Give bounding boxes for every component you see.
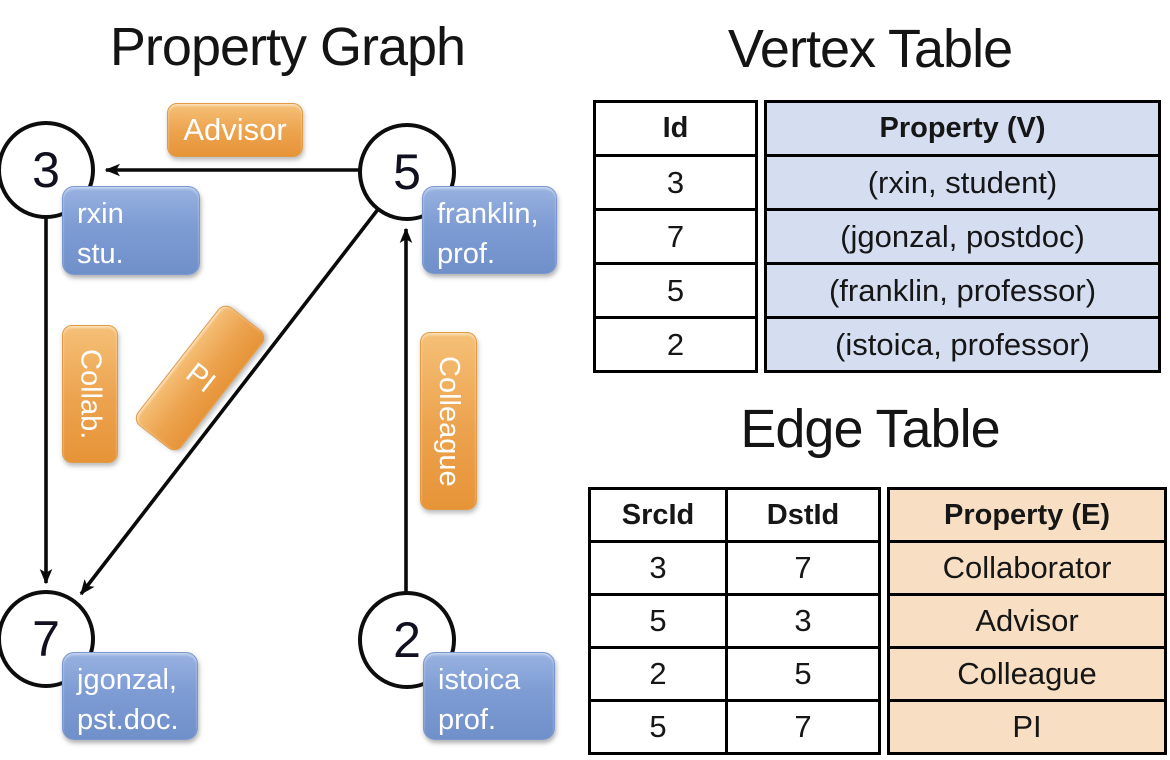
edge-label-colleague: Colleague bbox=[420, 332, 477, 510]
vertex-property-jgonzal: jgonzal, pst.doc. bbox=[62, 652, 198, 740]
vertex-table-title: Vertex Table bbox=[727, 19, 1013, 79]
edge-table-title: Edge Table bbox=[740, 399, 1000, 459]
table-cell: Collaborator bbox=[890, 540, 1164, 593]
vertex-node-5: 5 bbox=[358, 123, 456, 221]
edge-5-to-7 bbox=[79, 206, 381, 596]
graph-edges-canvas bbox=[39, 163, 413, 596]
edge-table-header-dstid: DstId bbox=[766, 498, 840, 531]
edge-label-advisor: Advisor bbox=[167, 103, 303, 157]
vertex-property-line: jgonzal, bbox=[77, 664, 177, 696]
edge-table-srcid-column: SrcId 3 5 2 5 bbox=[591, 490, 725, 752]
table-cell: 3 bbox=[591, 540, 725, 593]
vertex-property-line: stu. bbox=[77, 238, 124, 271]
table-cell: Colleague bbox=[890, 646, 1164, 699]
table-cell: PI bbox=[890, 699, 1164, 752]
edge-label-text: Advisor bbox=[183, 112, 287, 147]
table-cell: 5 bbox=[591, 699, 725, 752]
table-cell: 7 bbox=[728, 540, 878, 593]
table-cell: 2 bbox=[591, 646, 725, 699]
vertex-table-header-id: Id bbox=[662, 112, 689, 144]
vertex-table: Id 3 7 5 2 Property (V) (rxin, student) … bbox=[593, 100, 1161, 373]
vertex-table-property-column: Property (V) (rxin, student) (jgonzal, p… bbox=[764, 100, 1161, 373]
edge-label-collab: Collab. bbox=[62, 325, 118, 463]
column-divider bbox=[725, 490, 728, 752]
table-cell: (istoica, professor) bbox=[767, 316, 1158, 370]
table-cell: (jgonzal, postdoc) bbox=[767, 208, 1158, 262]
edge-label-text: Collab. bbox=[74, 348, 107, 440]
vertex-property-line: istoica bbox=[438, 664, 521, 696]
table-cell: 3 bbox=[596, 154, 755, 208]
edge-table: SrcId 3 5 2 5 DstId 7 3 5 7 Property (E)… bbox=[588, 487, 1167, 755]
table-cell: 5 bbox=[596, 262, 755, 316]
table-cell: (rxin, student) bbox=[767, 154, 1158, 208]
vertex-property-line: prof. bbox=[438, 704, 497, 737]
vertex-property-line: prof. bbox=[437, 238, 496, 271]
table-cell: 3 bbox=[728, 593, 878, 646]
table-cell: 5 bbox=[728, 646, 878, 699]
vertex-property-franklin: franklin, prof. bbox=[422, 186, 557, 274]
table-cell: (franklin, professor) bbox=[767, 262, 1158, 316]
vertex-node-2: 2 bbox=[358, 591, 456, 689]
vertex-table-id-column: Id 3 7 5 2 bbox=[593, 100, 758, 373]
vertex-property-line: rxin bbox=[77, 198, 124, 230]
table-cell: 2 bbox=[596, 316, 755, 370]
edge-label-text: PI bbox=[179, 356, 221, 399]
vertex-table-header-property: Property (V) bbox=[879, 112, 1046, 144]
vertex-property-istoica: istoica prof. bbox=[423, 652, 555, 740]
vertex-property-line: franklin, bbox=[437, 198, 539, 230]
edge-table-id-columns: SrcId 3 5 2 5 DstId 7 3 5 7 bbox=[588, 487, 881, 755]
vertex-property-rxin: rxin stu. bbox=[62, 186, 200, 275]
edge-label-text: Colleague bbox=[433, 355, 465, 487]
table-cell: Advisor bbox=[890, 593, 1164, 646]
vertex-property-line: pst.doc. bbox=[77, 704, 179, 737]
edge-table-header-srcid: SrcId bbox=[621, 498, 695, 531]
property-graph-title: Property Graph bbox=[109, 17, 466, 77]
edge-table-header-property: Property (E) bbox=[944, 498, 1110, 531]
table-cell: 5 bbox=[591, 593, 725, 646]
edge-table-dstid-column: DstId 7 3 5 7 bbox=[728, 490, 878, 752]
table-cell: 7 bbox=[728, 699, 878, 752]
edge-table-property-column: Property (E) Collaborator Advisor Collea… bbox=[887, 487, 1167, 755]
table-cell: 7 bbox=[596, 208, 755, 262]
